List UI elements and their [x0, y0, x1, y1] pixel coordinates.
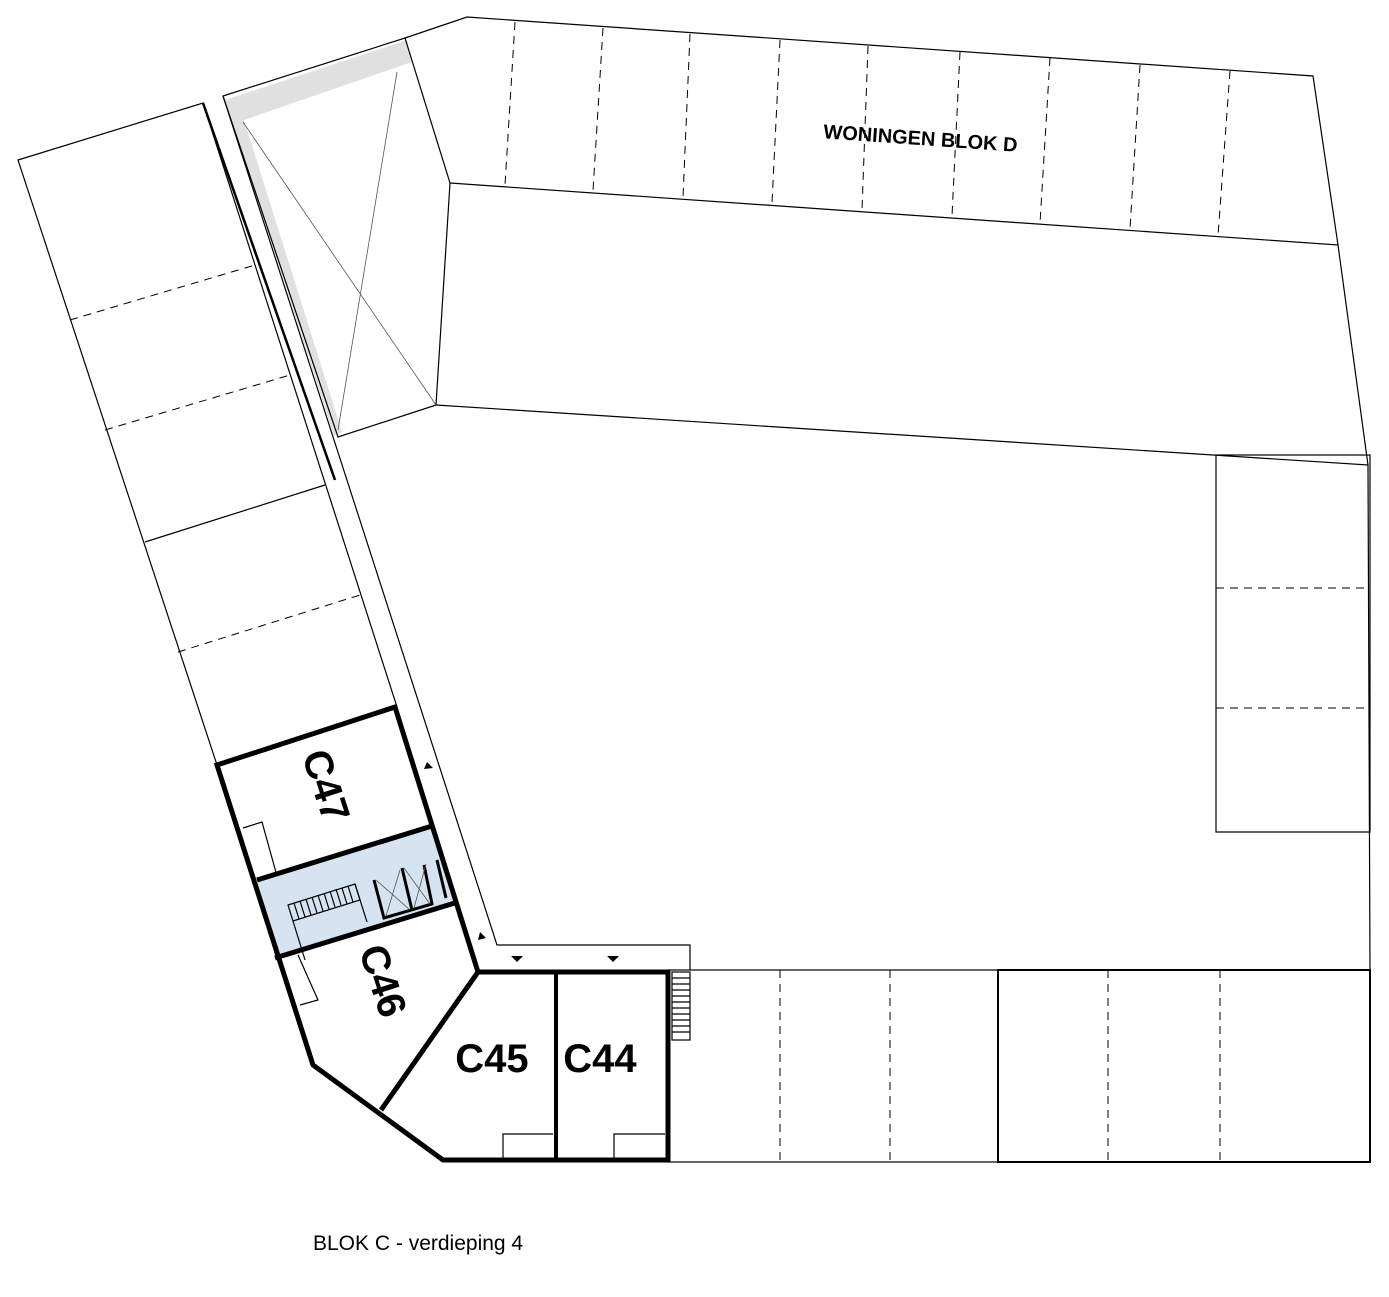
gallery-corridor — [222, 95, 691, 1041]
arrow-marker — [511, 956, 523, 962]
void — [222, 37, 451, 438]
bottom-right-block — [667, 969, 1371, 1163]
arrow-marker — [478, 932, 486, 940]
stair-flight — [287, 883, 368, 961]
plan-caption: BLOK C - verdieping 4 — [313, 1232, 523, 1255]
block-d-label: WONINGEN BLOK D — [823, 121, 1018, 157]
left-block — [17, 102, 398, 766]
unit-label-c45: C45 — [455, 1037, 528, 1081]
unit-label-c44: C44 — [563, 1037, 637, 1081]
unit-label-c46: C46 — [350, 939, 415, 1022]
arrow-marker — [607, 956, 619, 962]
unit-label-c47: C47 — [293, 744, 358, 827]
elevator-shafts — [372, 859, 448, 920]
exterior-stair — [671, 971, 691, 1041]
block-d: WONINGEN BLOK D — [404, 16, 1369, 466]
right-block — [1215, 454, 1371, 971]
arrow-marker — [424, 762, 433, 769]
